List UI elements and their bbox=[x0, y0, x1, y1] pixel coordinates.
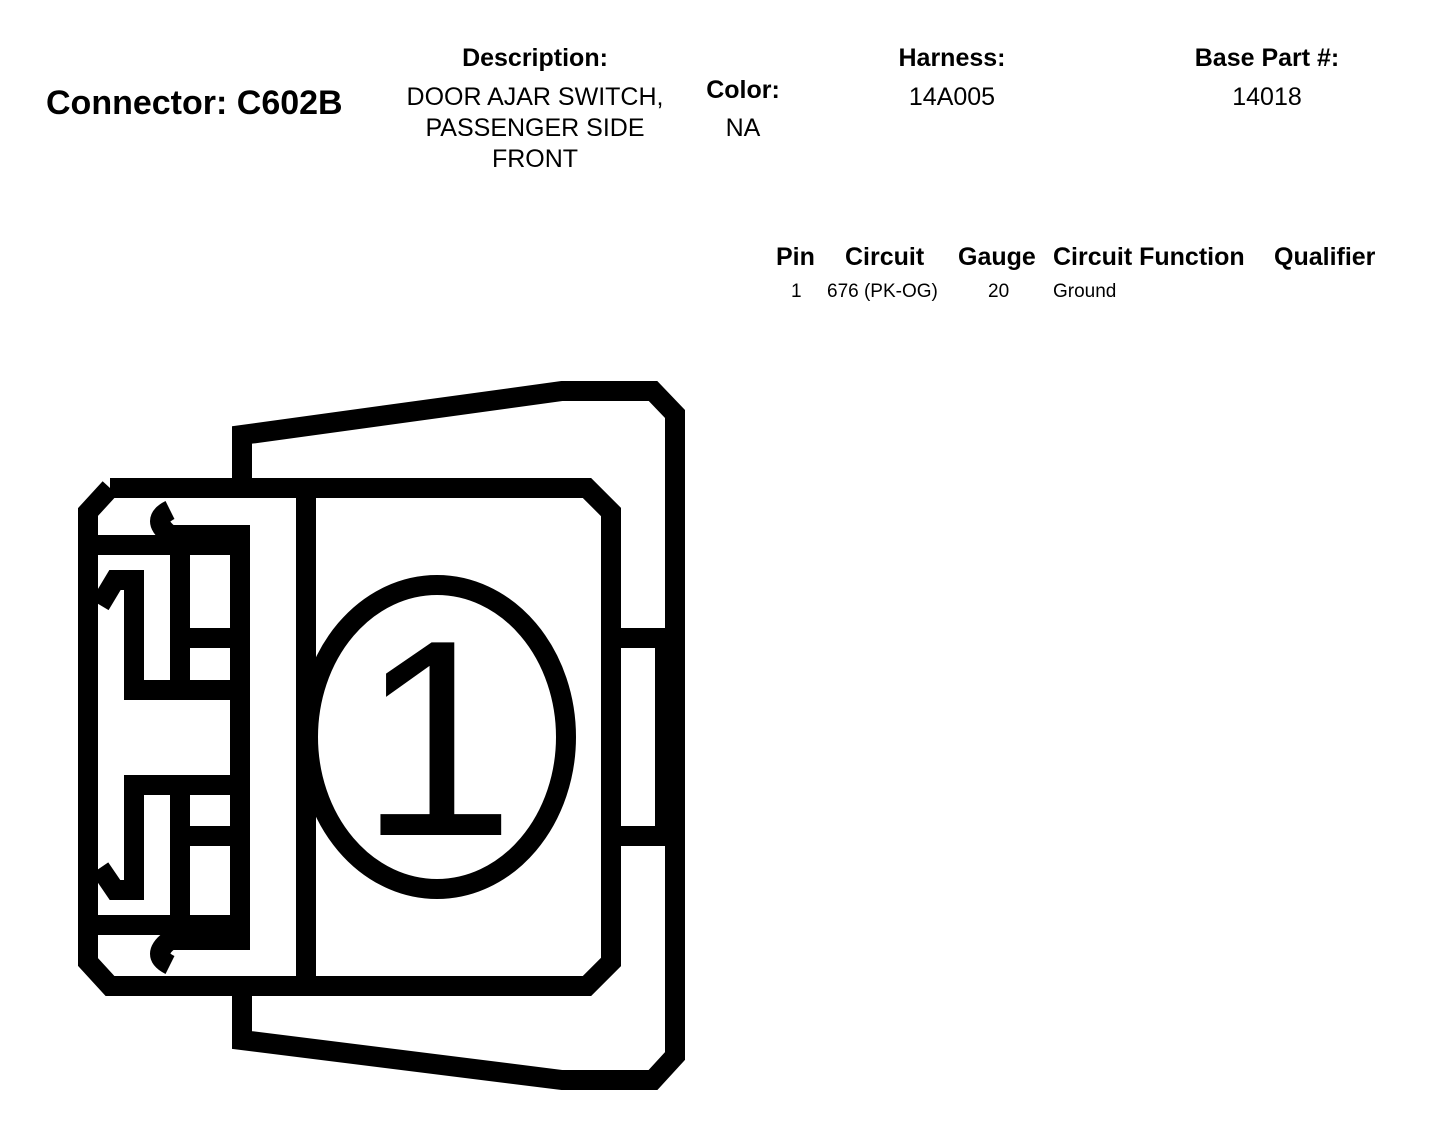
base-part-value: 14018 bbox=[1232, 83, 1302, 111]
harness-heading: Harness: bbox=[898, 44, 1006, 72]
description-line-3: FRONT bbox=[491, 145, 579, 173]
description-line-2: PASSENGER SIDE bbox=[425, 114, 645, 142]
pin-column-header: Pin bbox=[776, 243, 815, 271]
upper-latch-bracket bbox=[91, 535, 190, 700]
description-line-1: DOOR AJAR SWITCH, bbox=[406, 83, 664, 111]
harness-value: 14A005 bbox=[908, 83, 996, 111]
pin-1-label: 1 bbox=[359, 583, 515, 895]
connector-title: Connector: C602B bbox=[46, 84, 343, 122]
description-value: DOOR AJAR SWITCH, PASSENGER SIDE FRONT bbox=[385, 82, 685, 175]
qualifier-column-header: Qualifier bbox=[1274, 243, 1376, 271]
row-1-pin: 1 bbox=[791, 281, 802, 302]
circuit-column-header: Circuit bbox=[845, 243, 925, 271]
row-1-circuit: 676 (PK-OG) bbox=[827, 281, 938, 302]
gauge-column-header: Gauge bbox=[958, 243, 1036, 271]
pin-1-cavity bbox=[298, 575, 576, 899]
base-part-heading: Base Part #: bbox=[1194, 44, 1340, 72]
connector-outline bbox=[78, 381, 685, 1090]
housing-inner-body bbox=[78, 478, 621, 996]
lower-latch-bracket bbox=[91, 775, 190, 935]
keying-tab bbox=[611, 628, 675, 846]
circuit-function-column-header: Circuit Function bbox=[1053, 243, 1245, 271]
row-1-circuit-function: Ground bbox=[1053, 281, 1117, 302]
row-1-gauge: 20 bbox=[988, 281, 1010, 302]
color-heading: Color: bbox=[706, 76, 780, 104]
color-value: NA bbox=[725, 114, 761, 142]
description-heading: Description: bbox=[462, 44, 608, 72]
